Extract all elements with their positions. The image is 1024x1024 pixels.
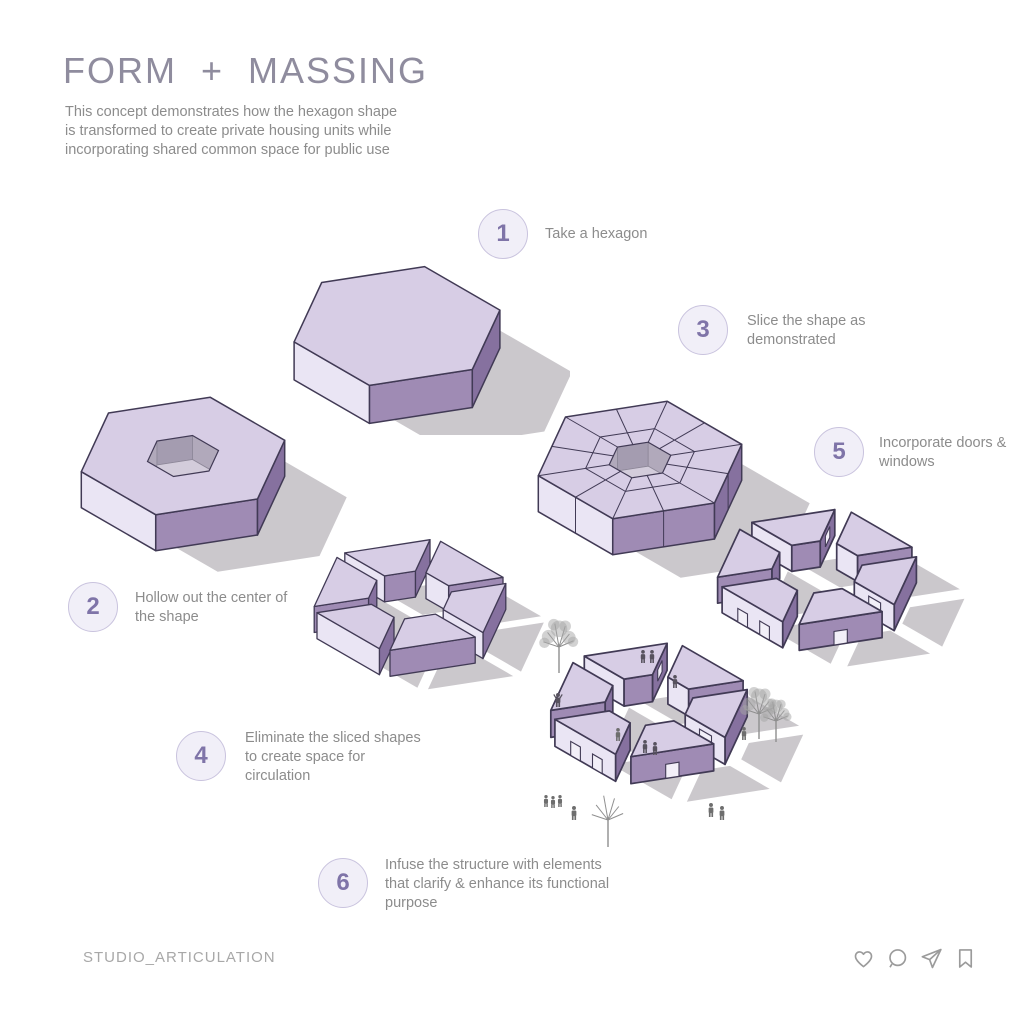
step-4-separated-wedges-illustration [313,539,544,690]
step-2-label: Hollow out the center of the shape [135,590,288,625]
step-1-label: Take a hexagon [545,226,648,242]
step-2-number: 2 [86,593,100,620]
comment-icon[interactable] [885,946,910,971]
studio-handle: STUDIO_ARTICULATION [83,949,276,966]
step-2-badge: 2 [68,582,118,632]
page-description: This concept demonstrates how the hexago… [65,103,397,160]
step-6-village-with-people-trees-illustration [539,618,804,847]
step-1-number: 1 [496,220,510,247]
step-3-label: Slice the shape as demonstrated [747,313,866,348]
step-5-label: Incorporate doors & windows [879,435,1007,470]
description-line: This concept demonstrates how the hexago… [65,104,398,120]
bookmark-icon[interactable] [953,946,978,971]
step-6-number: 6 [336,869,350,896]
description-line: is transformed to create private housing… [65,123,392,139]
step-1-solid-hexagon-illustration [293,265,570,435]
step-6-label: Infuse the structure with elements that … [385,857,610,911]
share-icon[interactable] [919,946,944,971]
step-5-number: 5 [832,438,846,465]
step-5-badge: 5 [814,427,864,477]
step-4-badge: 4 [176,731,226,781]
step-3-number: 3 [696,316,710,343]
step-4-label: Eliminate the sliced shapes to create sp… [245,730,421,784]
page-title: FORM + MASSING [63,50,429,91]
step-4-number: 4 [194,742,208,769]
step-6-badge: 6 [318,858,368,908]
description-line: incorporating shared common space for pu… [65,142,390,158]
step-5-houses-doors-windows-illustration [716,508,965,667]
heart-icon[interactable] [851,946,876,971]
step-2-hollow-hexagon-illustration [80,396,347,572]
social-icons [851,946,978,971]
step-1-badge: 1 [478,209,528,259]
step-3-badge: 3 [678,305,728,355]
